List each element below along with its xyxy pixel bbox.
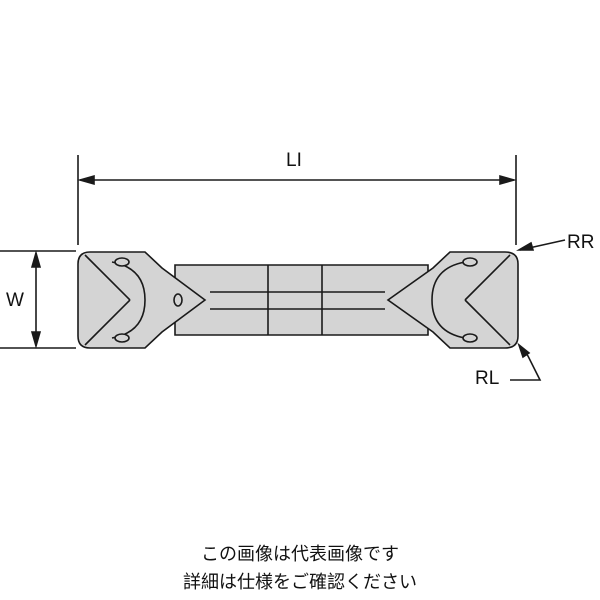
representative-image-note: この画像は代表画像です <box>201 544 399 565</box>
corner-left-label: RL <box>475 368 500 389</box>
length-label: LI <box>286 150 302 171</box>
corner-leaders <box>510 239 566 381</box>
dimension-li <box>77 155 517 245</box>
insert-body <box>77 251 519 349</box>
check-specs-note: 詳細は仕様をご確認ください <box>183 572 417 593</box>
corner-right-label: RR <box>567 232 595 253</box>
width-label: W <box>6 290 24 311</box>
dimension-w <box>0 250 76 349</box>
